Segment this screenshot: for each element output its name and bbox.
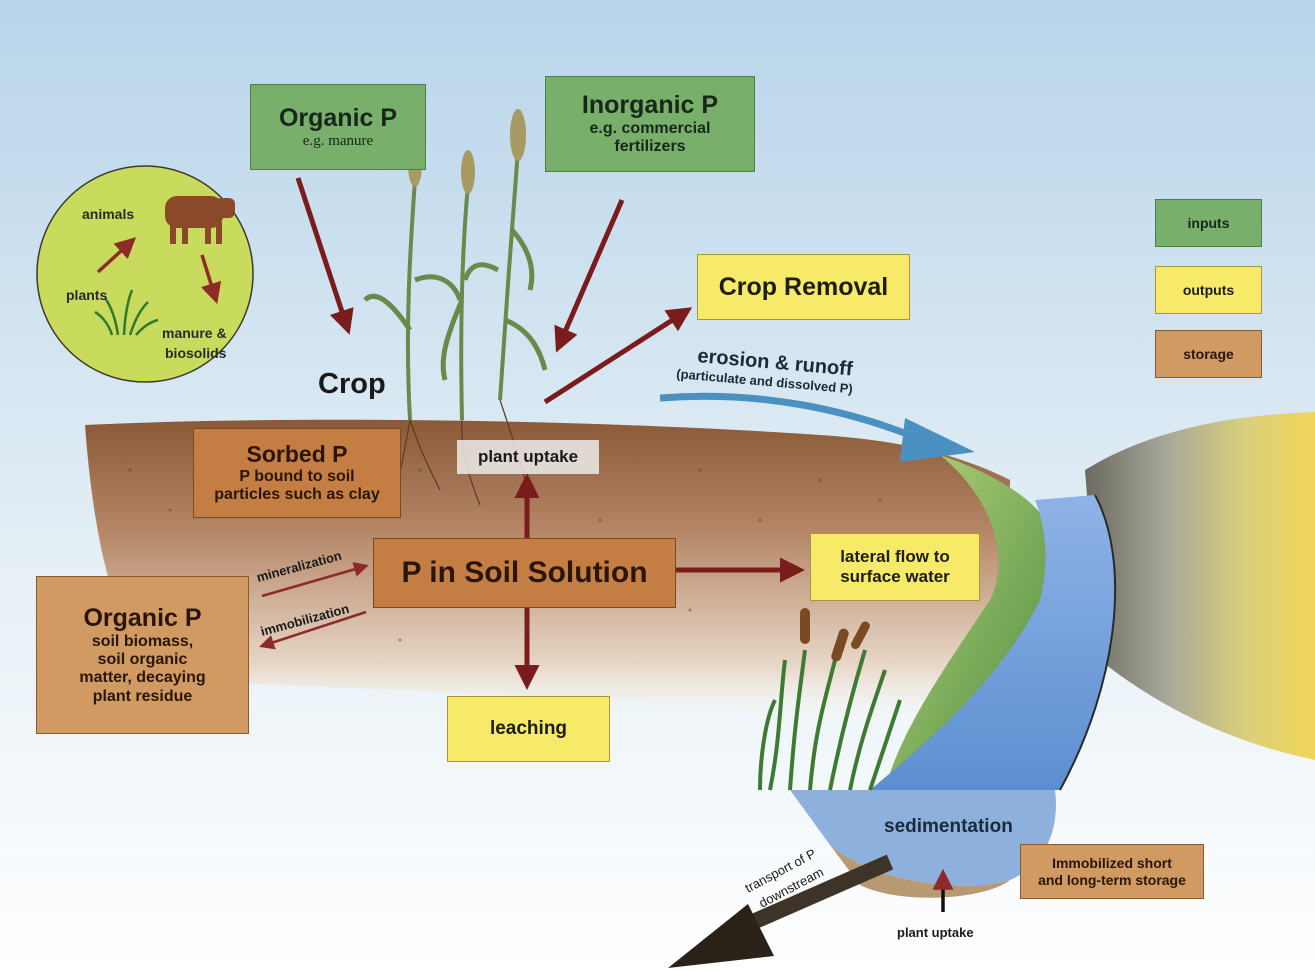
cycle-biosolids-label: biosolids (165, 345, 227, 361)
organic-p-soil-box: Organic P soil biomass, soil organic mat… (36, 576, 249, 734)
organic-p-soil-line-1: soil biomass, (92, 633, 193, 651)
organic-p-soil-line-3: matter, decaying (79, 669, 205, 687)
plant-uptake-top-box: plant uptake (457, 440, 599, 474)
organic-p-input-title: Organic P (279, 104, 397, 133)
p-soil-solution-box: P in Soil Solution (373, 538, 676, 608)
organic-p-input-box: Organic P e.g. manure (250, 84, 426, 170)
crop-label: Crop (318, 368, 386, 400)
sorbed-p-box: Sorbed P P bound to soil particles such … (193, 428, 401, 518)
organic-p-soil-title: Organic P (83, 604, 201, 633)
sorbed-p-line-1: P bound to soil (239, 468, 354, 486)
lateral-flow-line-1: lateral flow to (840, 547, 950, 567)
cycle-plants-label: plants (66, 287, 107, 303)
crop-removal-box: Crop Removal (697, 254, 910, 320)
leaching-box: leaching (447, 696, 610, 762)
inorganic-p-input-subtitle-2: fertilizers (614, 138, 685, 156)
inorganic-p-input-subtitle-1: e.g. commercial (590, 120, 711, 138)
cycle-animals-label: animals (82, 206, 134, 222)
lateral-flow-box: lateral flow to surface water (810, 533, 980, 601)
legend-storage: storage (1155, 330, 1262, 378)
immobilized-line-1: Immobilized short (1052, 855, 1172, 871)
plant-uptake-bottom-label: plant uptake (897, 925, 974, 940)
organic-p-soil-line-4: plant residue (93, 688, 193, 706)
sorbed-p-line-2: particles such as clay (214, 486, 379, 504)
immobilized-storage-box: Immobilized short and long-term storage (1020, 844, 1204, 899)
immobilized-line-2: and long-term storage (1038, 872, 1186, 888)
inorganic-p-input-title: Inorganic P (582, 91, 718, 120)
sedimentation-label: sedimentation (884, 816, 1013, 837)
legend-outputs: outputs (1155, 266, 1262, 314)
organic-p-input-subtitle: e.g. manure (303, 133, 373, 150)
cycle-manure-label: manure & (162, 325, 227, 341)
organic-p-soil-line-2: soil organic (98, 651, 188, 669)
legend-inputs: inputs (1155, 199, 1262, 247)
inorganic-p-input-box: Inorganic P e.g. commercial fertilizers (545, 76, 755, 172)
lateral-flow-line-2: surface water (840, 567, 950, 587)
sorbed-p-title: Sorbed P (247, 441, 348, 467)
